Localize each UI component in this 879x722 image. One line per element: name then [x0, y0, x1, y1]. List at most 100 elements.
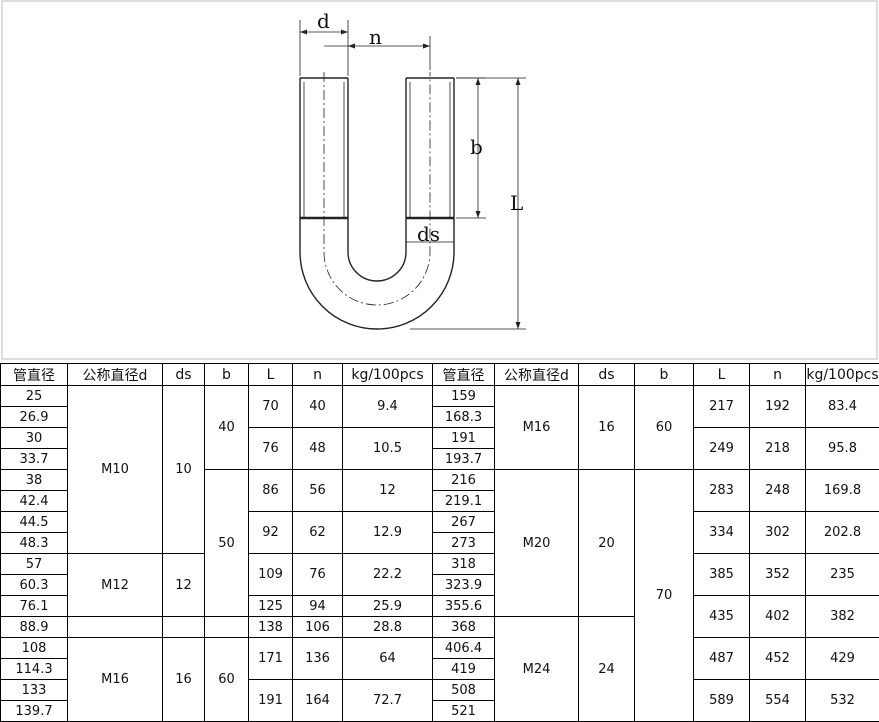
ds-cell: 24	[578, 616, 635, 722]
n-cell: 76	[292, 553, 343, 596]
pipe-diameter-cell: 318	[432, 553, 495, 575]
column-header: 公称直径d	[494, 363, 579, 386]
weight-cell: 429	[805, 637, 879, 680]
pipe-diameter-cell: 368	[432, 616, 495, 638]
weight-cell: 169.8	[805, 469, 879, 512]
pipe-diameter-cell: 33.7	[0, 448, 68, 470]
column-header: n	[749, 363, 806, 386]
pipe-diameter-cell: 44.5	[0, 511, 68, 533]
pipe-diameter-cell: 216	[432, 469, 495, 491]
L-cell: 125	[248, 595, 293, 617]
pipe-diameter-cell: 30	[0, 427, 68, 449]
weight-cell: 95.8	[805, 427, 879, 470]
L-cell: 191	[248, 679, 293, 722]
ds-cell: 12	[162, 553, 205, 617]
L-cell: 334	[693, 511, 750, 554]
weight-cell: 10.5	[342, 427, 433, 470]
n-cell: 106	[292, 616, 343, 638]
ds-cell: 20	[578, 469, 635, 617]
column-header: 管直径	[432, 363, 495, 386]
pipe-diameter-cell: 273	[432, 532, 495, 554]
weight-cell: 382	[805, 595, 879, 638]
n-cell: 164	[292, 679, 343, 722]
weight-cell: 72.7	[342, 679, 433, 722]
L-cell: 86	[248, 469, 293, 512]
weight-cell: 12.9	[342, 511, 433, 554]
column-header: b	[634, 363, 694, 386]
dim-label-ds: ds	[417, 222, 440, 246]
L-cell: 589	[693, 679, 750, 722]
L-cell: 217	[693, 385, 750, 428]
weight-cell: 12	[342, 469, 433, 512]
column-header: n	[292, 363, 343, 386]
pipe-diameter-cell: 219.1	[432, 490, 495, 512]
nominal-diameter-cell	[67, 616, 163, 638]
ds-cell: 16	[162, 637, 205, 722]
column-header: kg/100pcs	[805, 363, 879, 386]
n-cell: 136	[292, 637, 343, 680]
nominal-diameter-cell: M24	[494, 616, 579, 722]
u-bolt-inner	[347, 78, 407, 282]
pipe-diameter-cell: 406.4	[432, 637, 495, 659]
n-cell: 402	[749, 595, 806, 638]
pipe-diameter-cell: 267	[432, 511, 495, 533]
L-cell: 138	[248, 616, 293, 638]
pipe-diameter-cell: 57	[0, 553, 68, 575]
dim-label-d: d	[317, 9, 330, 33]
pipe-diameter-cell: 193.7	[432, 448, 495, 470]
dim-label-n: n	[369, 25, 382, 49]
b-cell: 50	[204, 469, 249, 617]
pipe-diameter-cell: 108	[0, 637, 68, 659]
column-header: 管直径	[0, 363, 68, 386]
u-bolt-drawing: d n b L ds	[1, 0, 878, 360]
pipe-diameter-cell: 25	[0, 385, 68, 407]
column-header: 公称直径d	[67, 363, 163, 386]
weight-cell: 22.2	[342, 553, 433, 596]
pipe-diameter-cell: 508	[432, 679, 495, 701]
L-cell: 76	[248, 427, 293, 470]
pipe-diameter-cell: 355.6	[432, 595, 495, 617]
pipe-diameter-cell: 191	[432, 427, 495, 449]
L-cell: 109	[248, 553, 293, 596]
weight-cell: 9.4	[342, 385, 433, 428]
pipe-diameter-cell: 26.9	[0, 406, 68, 428]
pipe-diameter-cell: 159	[432, 385, 495, 407]
column-header: ds	[578, 363, 635, 386]
L-cell: 435	[693, 595, 750, 638]
pipe-diameter-cell: 76.1	[0, 595, 68, 617]
b-cell: 60	[634, 385, 694, 470]
pipe-diameter-cell: 323.9	[432, 574, 495, 596]
n-cell: 248	[749, 469, 806, 512]
n-cell: 62	[292, 511, 343, 554]
n-cell: 56	[292, 469, 343, 512]
pipe-diameter-cell: 48.3	[0, 532, 68, 554]
pipe-diameter-cell: 42.4	[0, 490, 68, 512]
n-cell: 48	[292, 427, 343, 470]
ds-cell: 16	[578, 385, 635, 470]
b-cell: 40	[204, 385, 249, 470]
n-cell: 554	[749, 679, 806, 722]
b-cell: 60	[204, 637, 249, 722]
column-header: b	[204, 363, 249, 386]
dim-label-L: L	[510, 191, 523, 215]
column-header: ds	[162, 363, 205, 386]
weight-cell: 235	[805, 553, 879, 596]
column-header: L	[248, 363, 293, 386]
weight-cell: 25.9	[342, 595, 433, 617]
pipe-diameter-cell: 88.9	[0, 616, 68, 638]
pipe-diameter-cell: 38	[0, 469, 68, 491]
pipe-diameter-cell: 114.3	[0, 658, 68, 680]
L-cell: 249	[693, 427, 750, 470]
dim-label-b: b	[470, 135, 483, 159]
n-cell: 352	[749, 553, 806, 596]
u-bolt-outline	[299, 78, 455, 330]
weight-cell: 532	[805, 679, 879, 722]
nominal-diameter-cell: M12	[67, 553, 163, 617]
n-cell: 218	[749, 427, 806, 470]
nominal-diameter-cell: M16	[494, 385, 579, 470]
pipe-diameter-cell: 139.7	[0, 700, 68, 722]
L-cell: 92	[248, 511, 293, 554]
n-cell: 302	[749, 511, 806, 554]
